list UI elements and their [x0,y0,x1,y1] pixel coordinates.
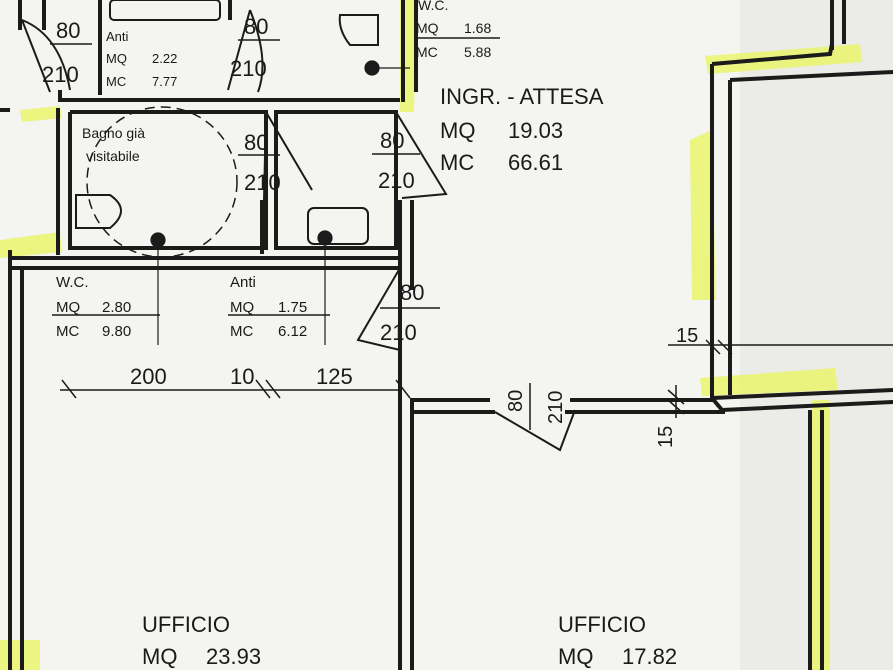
room-volume-wc: 9.80 [102,323,131,340]
door-height: 210 [230,56,267,81]
doors [21,9,576,452]
dimension-10: 10 [230,364,254,389]
door-height: 210 [380,320,417,345]
label-lines [50,37,893,430]
door-width: 80 [400,280,424,305]
callout-dot-wc [150,232,166,248]
room-area-ufficio-right: 17.82 [622,644,677,669]
dimension-wall-right: 15 [676,325,698,347]
room-volume-anti-top: 7.77 [152,74,177,89]
mq-label: MQ [230,299,254,316]
room-name-ufficio-left: UFFICIO [142,612,230,637]
door-width: 80 [380,128,404,153]
door-height: 210 [545,391,567,424]
dimension-125: 125 [316,364,353,389]
dimension-wall-mid: 15 [655,426,677,448]
callout-dot-anti [317,230,333,246]
mq-label: MQ [440,118,475,143]
mc-label: MC [440,150,474,175]
sink-anti-icon [307,207,369,245]
mc-label: MC [106,74,126,89]
room-name-anti: Anti [230,274,256,291]
room-name-wc-top: W.C. [418,0,448,13]
room-name-wc: W.C. [56,274,89,291]
door-width: 80 [244,130,268,155]
mq-label: MQ [558,644,593,669]
mq-label: MQ [106,51,127,66]
mc-label: MC [230,323,253,340]
room-area-ufficio-left: 23.93 [206,644,261,669]
toilet-icon-top [338,14,379,46]
door-height: 210 [42,62,79,87]
door-width: 80 [505,390,527,412]
room-name-ufficio-right: UFFICIO [558,612,646,637]
room-area-wc: 2.80 [102,299,131,316]
fixtures [75,0,379,245]
door-height: 210 [244,170,281,195]
mq-label: MQ [56,299,80,316]
mq-label: MQ [416,20,439,36]
room-volume-ingresso: 66.61 [508,150,563,175]
room-name-bagno-line2: visitabile [86,148,140,164]
door-width: 80 [56,18,80,43]
callouts [150,60,410,345]
dimension-line [60,339,733,418]
callout-dot-wc-top [364,60,380,76]
room-name-anti-top: Anti [106,29,129,44]
sink-anti-top-icon [109,0,221,21]
mc-label: MC [416,44,438,60]
room-area-ingresso: 19.03 [508,118,563,143]
wheelchair-turning-circle [86,106,238,258]
room-volume-wc-top: 5.88 [464,44,491,60]
mc-label: MC [56,323,79,340]
room-volume-anti: 6.12 [278,323,307,340]
mq-label: MQ [142,644,177,669]
room-area-anti-top: 2.22 [152,51,177,66]
door-width: 80 [244,14,268,39]
toilet-bagno-icon [75,194,122,229]
room-name-bagno-line1: Bagno già [82,125,145,141]
room-area-anti: 1.75 [278,299,307,316]
door-height: 210 [378,168,415,193]
dimension-200: 200 [130,364,167,389]
room-name-ingresso: INGR. - ATTESA [440,84,604,109]
room-area-wc-top: 1.68 [464,20,491,36]
